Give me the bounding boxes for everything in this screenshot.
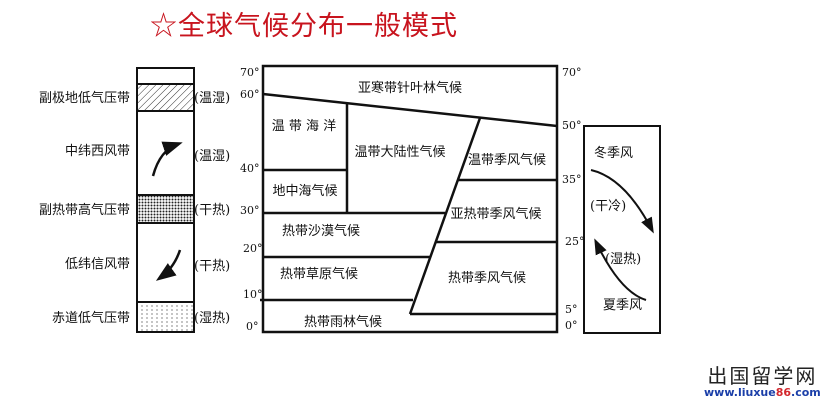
summer-monsoon-trait: (湿热) <box>605 252 641 267</box>
climate-subtropical-monsoon: 亚热带季风气候 <box>450 206 541 222</box>
latitude-scale-right: 70° 50° 35° 25° 5° 0° <box>562 66 585 332</box>
watermark-url: www.liuxue86.com <box>704 386 821 399</box>
equatorial-low-band <box>136 301 195 333</box>
label-westerlies: 中纬西风带 <box>65 144 130 159</box>
climate-tropical-savanna: 热带草原气候 <box>280 266 358 282</box>
svg-text:70°: 70° <box>562 66 582 79</box>
svg-text:25°: 25° <box>565 235 585 248</box>
trait-equatorial-low: (湿热) <box>194 311 230 326</box>
climate-temperate-continental: 温带大陆性气候 <box>354 144 445 160</box>
watermark: 出国留学网 www.liuxue86.com <box>704 366 821 399</box>
climate-mediterranean: 地中海气候 <box>272 183 337 199</box>
climate-zones-box <box>260 64 559 334</box>
trait-subpolar-low: (温湿) <box>194 91 230 106</box>
latitude-scale-left: 70° 60° 40° 30° 20° 10° 0° <box>240 66 263 333</box>
climate-temperate-monsoon: 温带季风气候 <box>468 152 546 168</box>
subtropical-high-band <box>136 194 195 224</box>
climate-tropical-rainforest: 热带雨林气候 <box>304 314 382 330</box>
svg-text:20°: 20° <box>243 242 263 255</box>
svg-text:0°: 0° <box>246 320 259 333</box>
winter-monsoon-trait: (干冷) <box>590 199 626 214</box>
svg-text:50°: 50° <box>562 119 582 132</box>
label-equatorial-low: 赤道低气压带 <box>52 310 130 326</box>
climate-temperate-maritime: 温 带 海 洋 <box>272 119 336 134</box>
trait-subtropical-high: (干热) <box>194 203 230 218</box>
svg-text:35°: 35° <box>562 173 582 186</box>
climate-labels: 亚寒带针叶林气候 温 带 海 洋 温带大陆性气候 地中海气候 温带季风气候 亚热… <box>272 80 546 330</box>
winter-monsoon-label: 冬季风 <box>594 145 633 161</box>
summer-monsoon-arrow-icon <box>594 238 647 301</box>
trait-trade-winds: (干热) <box>194 259 230 274</box>
climate-subarctic: 亚寒带针叶林气候 <box>358 80 462 96</box>
summer-monsoon-label: 夏季风 <box>603 298 642 313</box>
svg-text:0°: 0° <box>565 319 578 332</box>
trade-wind-arrow-icon <box>155 249 182 281</box>
svg-text:30°: 30° <box>240 204 260 217</box>
svg-text:70°: 70° <box>240 66 260 79</box>
trait-westerlies: (温湿) <box>194 149 230 164</box>
climate-tropical-desert: 热带沙漠气候 <box>282 223 360 239</box>
winter-monsoon-arrow-icon <box>590 169 654 234</box>
svg-text:40°: 40° <box>240 162 260 175</box>
diagram-title: ☆全球气候分布一般模式 <box>150 11 458 42</box>
subpolar-low-band <box>136 83 195 112</box>
westerly-arrow-icon <box>151 141 183 177</box>
svg-text:10°: 10° <box>243 288 263 301</box>
label-subpolar-low: 副极地低气压带 <box>39 90 130 106</box>
monsoon-box: 冬季风 (干冷) (湿热) 夏季风 <box>583 125 661 334</box>
climate-tropical-monsoon: 热带季风气候 <box>448 270 526 286</box>
watermark-name: 出国留学网 <box>707 364 818 388</box>
svg-text:5°: 5° <box>565 303 578 316</box>
svg-text:60°: 60° <box>240 88 260 101</box>
pressure-belt-column: 副极地低气压带 中纬西风带 副热带高气压带 低纬信风带 赤道低气压带 (温湿) … <box>39 67 230 333</box>
label-trade-winds: 低纬信风带 <box>65 257 130 272</box>
label-subtropical-high: 副热带高气压带 <box>39 202 130 218</box>
